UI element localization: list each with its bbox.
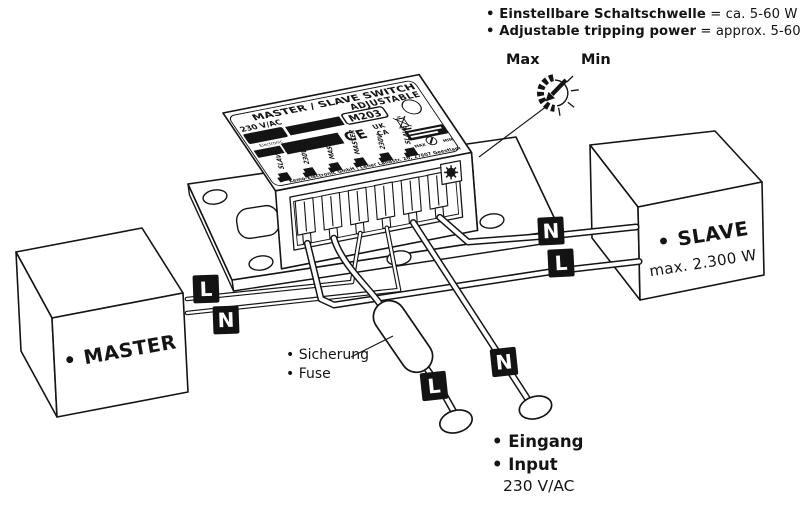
adjust-info-textline (410, 130, 439, 138)
country-label: GERMANY (288, 118, 342, 135)
svg-text:N: N (381, 153, 392, 162)
dial-max-label: Max (506, 52, 540, 68)
input-wire-n-label: N (489, 346, 519, 378)
svg-text:N: N (356, 158, 367, 167)
dial-pointer-line (478, 105, 548, 158)
note-threshold-de-label: • Einstellbare Schaltschwelle (486, 7, 706, 22)
note-threshold-de: • Einstellbare Schaltschwelle = ca. 5-60… (486, 7, 798, 22)
max-current-badge: MAX. 10A (280, 133, 345, 155)
max-badge-box (280, 132, 345, 155)
plate-hole (248, 255, 274, 271)
country-badge (285, 116, 345, 136)
note-threshold-de-value: = ca. 5-60 W (705, 7, 798, 22)
dial-arrow (550, 78, 568, 96)
fuse-label-en: • Fuse (286, 366, 331, 382)
note-threshold-en-label: • Adjustable tripping power (486, 24, 697, 39)
wire-master-n (184, 225, 402, 316)
terminal-legend-230v-n: 230V N (376, 133, 394, 163)
wire-slave-n (436, 213, 640, 246)
dial-min-label: Min (581, 52, 611, 68)
svg-text:L: L (331, 163, 341, 171)
svg-text:230V: 230V (376, 133, 388, 149)
slave-badge-box (253, 145, 285, 158)
fuse-label-de: • Sicherung (286, 347, 370, 363)
input-label-de: • Eingang (492, 432, 584, 451)
adjustment-dial (537, 74, 579, 116)
master-wire-l-label: L (192, 274, 220, 304)
weee-bin-icon (392, 115, 413, 131)
terminal-legend-230v-l: 230V L (300, 148, 318, 178)
wire-slave-l (303, 239, 643, 309)
input-l-wire-end (439, 409, 473, 434)
label-dial-icon (425, 136, 438, 146)
terminal-legend-master-n: MASTER N (348, 130, 369, 168)
label-adjust-max: MAX (413, 142, 428, 149)
adjust-info-textline (408, 126, 442, 135)
fuse-pointer-line (350, 335, 394, 358)
brand-sub: Electronic (258, 139, 285, 148)
master-box-art (15, 227, 189, 418)
master-wire-n-label: N (212, 305, 240, 335)
ukca-mark-icon: UK (371, 122, 388, 131)
plate-hole (479, 213, 505, 229)
slave-wire-l-label: L (547, 248, 575, 278)
ce-mark-icon: CE (341, 127, 372, 144)
note-threshold-en: • Adjustable tripping power = approx. 5-… (486, 24, 800, 39)
input-label-en: • Input (492, 455, 558, 474)
label-adjust-min: MIN (442, 137, 455, 144)
svg-text:230V: 230V (300, 148, 312, 164)
input-voltage: 230 V/AC (503, 477, 575, 495)
svg-text:N: N (406, 148, 417, 157)
model-badge (341, 106, 389, 125)
svg-text:L: L (281, 173, 291, 181)
slave-wire-n-label: N (537, 216, 565, 246)
slave-box-art (589, 130, 765, 301)
note-threshold-en-value: = approx. 5-60 W (700, 24, 800, 39)
slave-badge: SLAVE (257, 147, 284, 157)
ukca-mark-icon: CA (375, 129, 391, 138)
potentiometer-icon (440, 160, 463, 186)
svg-text:L: L (306, 168, 316, 176)
input-n-wire-end (518, 395, 553, 420)
wire-master-l (184, 230, 363, 302)
plate-hole (202, 189, 228, 205)
label-circle-mark (401, 99, 422, 115)
fuse-body (372, 299, 434, 374)
input-wire-l-label: L (419, 370, 449, 402)
brand-logo-box (243, 127, 288, 144)
